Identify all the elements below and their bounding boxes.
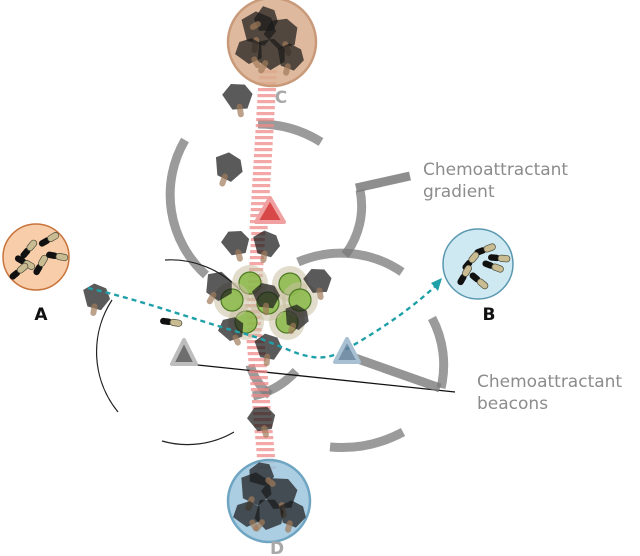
gradient-stripe (257, 100, 276, 104)
migration-path-a-b (87, 281, 441, 359)
label-d: D (270, 539, 284, 556)
gradient-annotation-line2: gradient (423, 182, 495, 202)
gradient-stripe (256, 454, 275, 458)
cell-icon (285, 304, 309, 335)
node-a (2, 223, 70, 291)
cell-icon (249, 462, 276, 487)
gradient-arc (296, 248, 405, 276)
cell-icon (303, 268, 332, 300)
node-b (442, 228, 514, 300)
cell-icon (252, 283, 280, 316)
beacon-range-arc (95, 299, 119, 413)
cell-icon (206, 271, 232, 305)
migrating-bacterium-icon (159, 317, 183, 328)
beacons-annotation-line1: Chemoattractant (477, 372, 622, 392)
cell-icon (249, 6, 278, 31)
cell-icon (215, 152, 243, 187)
cell-icon (257, 38, 285, 74)
gradient-stripe (247, 352, 266, 356)
beacon-range-arc (161, 431, 235, 446)
gradient-arc (427, 315, 449, 390)
gradient-stripe (249, 226, 268, 230)
gradient-stripe (255, 436, 274, 440)
gradient-leader (355, 171, 411, 193)
gradient-stripe (253, 166, 272, 170)
cell-icon (253, 230, 281, 263)
gradient-stripe (256, 112, 275, 116)
gradient-stripe (251, 232, 266, 236)
gradient-arc (165, 137, 210, 279)
gradient-stripe (255, 130, 274, 134)
gradient-stripe (249, 262, 264, 266)
gradient-stripe (257, 88, 276, 92)
gradient-stripe (252, 184, 271, 188)
label-a: A (34, 305, 48, 325)
gradient-stripe (254, 142, 273, 146)
gradient-stripe (255, 136, 274, 140)
gradient-stripe (249, 376, 268, 380)
label-c: C (275, 88, 287, 108)
cell-icon (221, 231, 250, 262)
gradient-arc (341, 189, 367, 258)
gradient-stripe (256, 118, 275, 122)
leader-lines (187, 171, 456, 393)
gradient-stripe (256, 448, 275, 452)
gradient-stripe (251, 190, 270, 194)
cell-icon (279, 500, 306, 533)
beacon-leader (353, 353, 442, 393)
cell-layer (83, 6, 332, 533)
gradient-stripe (252, 178, 271, 182)
gradient-stripe (255, 124, 274, 128)
gradient-stripe (254, 148, 273, 152)
cell-icon (235, 38, 262, 69)
beacon-leader (187, 363, 456, 393)
cell-icon (222, 84, 253, 118)
gradient-arc (329, 427, 406, 452)
label-b: B (483, 305, 496, 325)
beacon-gray-icon (170, 338, 198, 366)
gradient-stripe (253, 154, 272, 158)
gradient-stripe (248, 364, 267, 368)
gradient-stripe (249, 256, 264, 260)
gradient-stripe (247, 346, 266, 350)
gradient-stripe (253, 160, 272, 164)
cell-icon (247, 407, 276, 438)
beacon-blue-icon (333, 337, 361, 364)
gradient-stripe (251, 202, 270, 206)
gradient-stripe (250, 208, 269, 212)
gradient-stripe (251, 394, 270, 398)
gradient-annotation-line1: Chemoattractant (423, 160, 568, 180)
beacon-red-icon (254, 196, 286, 224)
gradient-stripe (252, 400, 270, 404)
gradient-stripe (250, 382, 269, 386)
gradient-stripe (250, 388, 269, 392)
cell-icon (277, 43, 304, 76)
path-arrowhead-icon (431, 278, 442, 291)
gradient-stripe (248, 358, 267, 362)
gradient-stripe (256, 106, 275, 110)
gradient-stripe (251, 196, 270, 200)
beacons-annotation-line2: beacons (477, 394, 548, 414)
cell-icon (233, 501, 260, 532)
cell-icon (254, 333, 283, 367)
cell-icon (83, 283, 111, 316)
gradient-stripe (257, 94, 276, 98)
gradient-stripe (255, 442, 274, 446)
gradient-stripe (249, 370, 268, 374)
gradient-stripe (252, 172, 271, 176)
